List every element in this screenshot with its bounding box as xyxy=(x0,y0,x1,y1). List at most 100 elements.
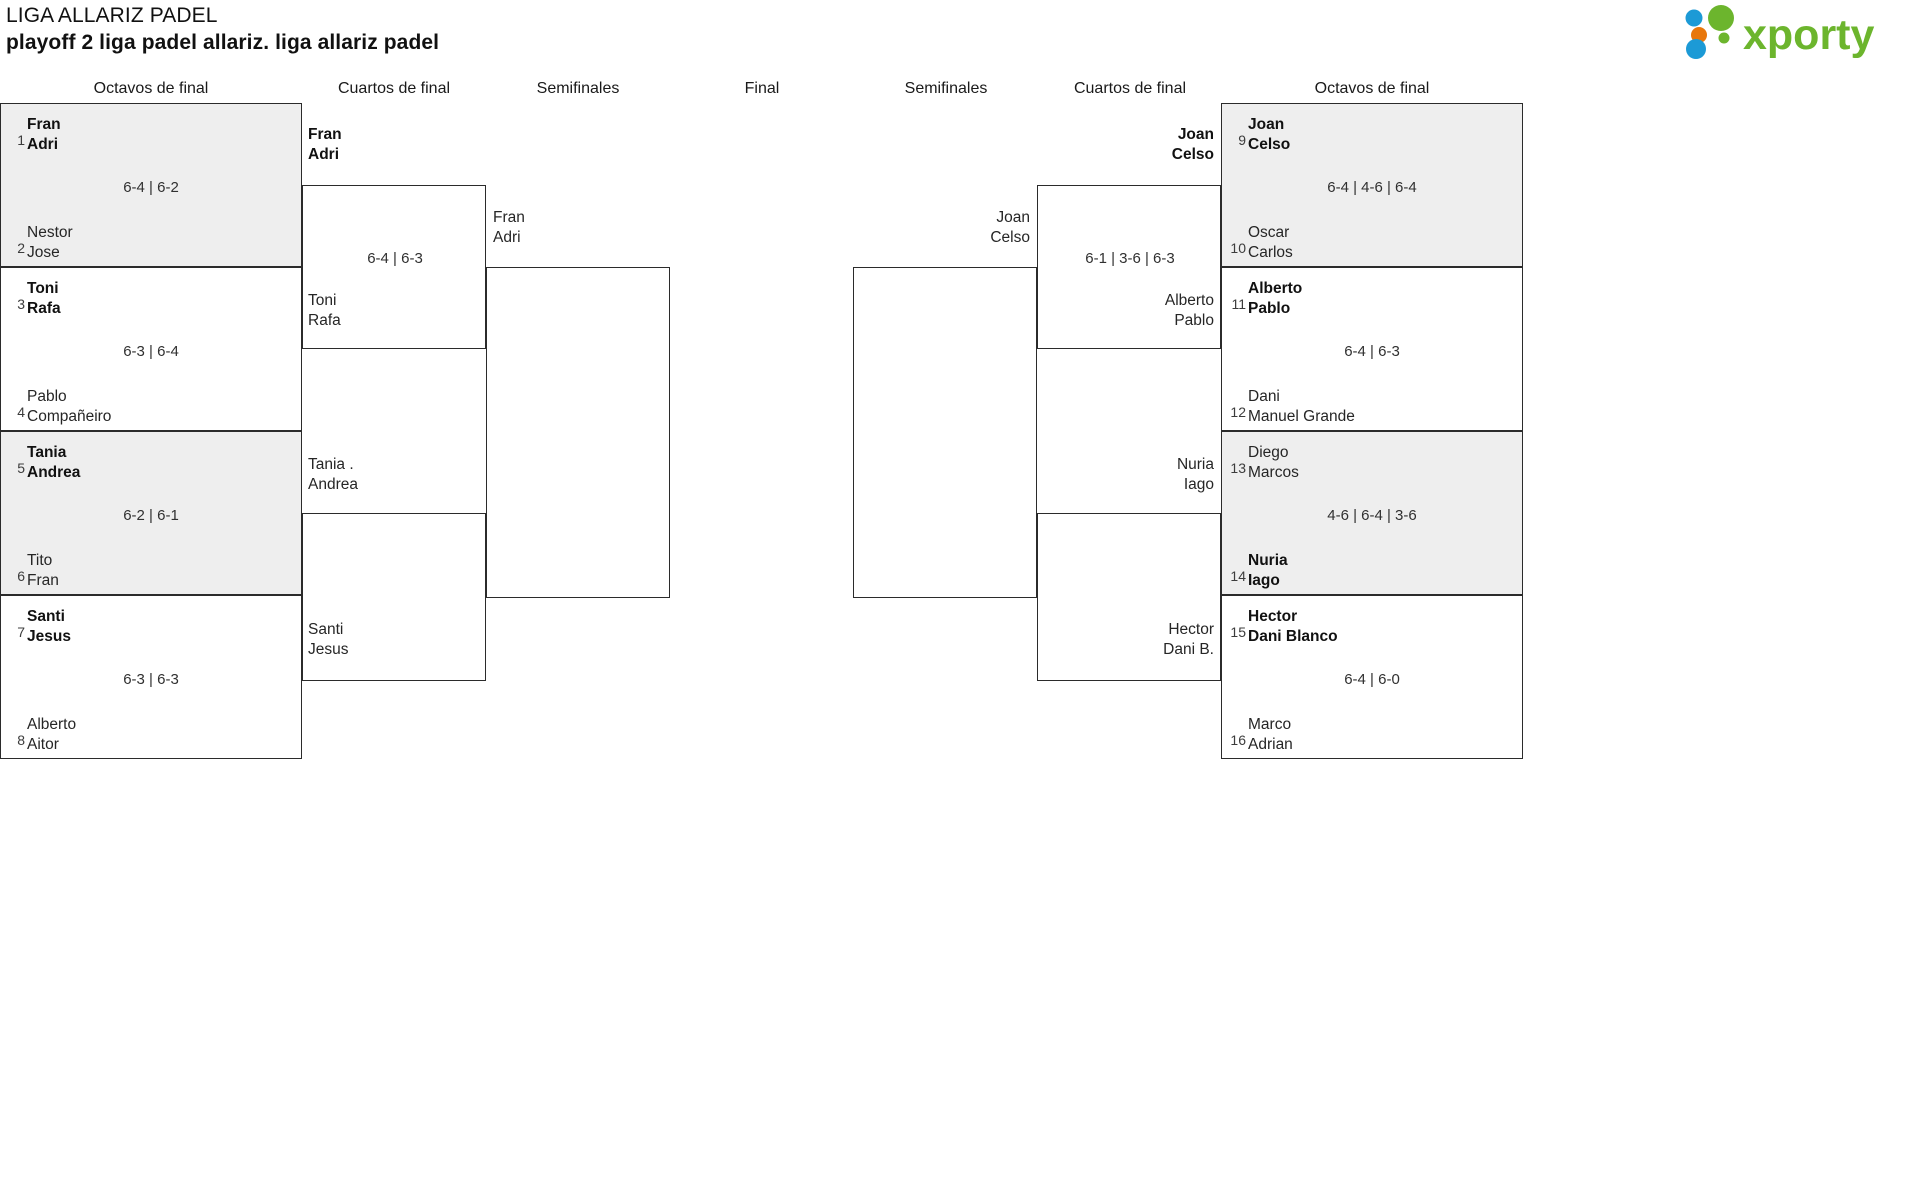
seed-number: 11 xyxy=(1231,296,1246,312)
team-player-1: Alberto xyxy=(1248,280,1303,297)
cuartos-right-2-top-player-1: Nuria xyxy=(1176,456,1214,473)
cuartos-left-1-bot-player-1: Toni xyxy=(308,292,337,309)
team-player-2: Compañeiro xyxy=(27,408,112,425)
seed-number: 14 xyxy=(1230,568,1246,584)
team-player-1: Hector xyxy=(1248,608,1298,625)
team-player-1: Tania xyxy=(27,444,67,461)
title-block: LIGA ALLARIZ PADEL playoff 2 liga padel … xyxy=(6,2,439,57)
team-player-2: Jesus xyxy=(27,628,71,645)
match-score: 6-4 | 6-0 xyxy=(1344,671,1400,688)
match-score: 6-4 | 6-3 xyxy=(1344,343,1400,360)
team-player-2: Carlos xyxy=(1248,244,1293,261)
cuartos-left-1-top-player-1: Fran xyxy=(308,126,342,143)
semifinal-right-player-1: Joan xyxy=(996,209,1030,226)
round-header-final: Final xyxy=(744,80,780,97)
logo-wordmark: xporty xyxy=(1743,11,1875,59)
match-score: 6-2 | 6-1 xyxy=(123,507,179,524)
seed-number: 9 xyxy=(1238,132,1246,148)
round-header-semifinales-left: Semifinales xyxy=(536,80,620,97)
team-player-2: Andrea xyxy=(27,464,81,481)
seed-number: 6 xyxy=(17,568,25,584)
round-header-octavos-right: Octavos de final xyxy=(1314,80,1430,97)
match-box-left-cuartos-2[interactable] xyxy=(302,513,486,681)
logo-dot-green-big xyxy=(1708,5,1734,31)
team-player-2: Fran xyxy=(27,572,59,589)
team-player-1: Marco xyxy=(1248,716,1292,733)
match-box-right-cuartos-1[interactable]: 6-1 | 3-6 | 6-3 xyxy=(1037,185,1221,349)
team-player-1: Pablo xyxy=(27,388,67,405)
team-player-2: Manuel Grande xyxy=(1248,408,1355,425)
match-box-right-octavos-1[interactable]: 9 Joan Celso 6-4 | 4-6 | 6-4 10 Oscar Ca… xyxy=(1221,103,1523,267)
cuartos-left-2-bot-player-1: Santi xyxy=(308,621,344,638)
team-player-1: Santi xyxy=(27,608,65,625)
seed-number: 10 xyxy=(1230,240,1246,256)
page-subtitle: playoff 2 liga padel allariz. liga allar… xyxy=(6,31,440,54)
round-header-cuartos-right: Cuartos de final xyxy=(1073,80,1187,97)
round-header-semifinales-right: Semifinales xyxy=(904,80,988,97)
seed-number: 2 xyxy=(17,240,25,256)
seed-number: 3 xyxy=(17,296,25,312)
match-box-left-cuartos-1[interactable]: 6-4 | 6-3 xyxy=(302,185,486,349)
match-score: 6-3 | 6-3 xyxy=(123,671,179,688)
logo-dot-green-small xyxy=(1718,32,1730,44)
page-header: LIGA ALLARIZ PADEL playoff 2 liga padel … xyxy=(0,0,1920,70)
seed-number: 13 xyxy=(1230,460,1246,476)
team-player-1: Joan xyxy=(1248,116,1285,133)
match-score: 6-3 | 6-4 xyxy=(123,343,179,360)
round-header-octavos-left: Octavos de final xyxy=(93,80,209,97)
xporty-logo: xporty xyxy=(1672,4,1912,60)
team-player-2: Rafa xyxy=(27,300,61,317)
team-player-2: Marcos xyxy=(1248,464,1299,481)
cuartos-right-2-bot-player-2: Dani B. xyxy=(1163,641,1214,658)
match-box-left-semifinal[interactable] xyxy=(486,267,670,598)
team-player-2: Pablo xyxy=(1248,300,1291,317)
cuartos-left-2-bot-player-2: Jesus xyxy=(308,641,349,658)
round-header-cuartos-left: Cuartos de final xyxy=(337,80,451,97)
cuartos-right-1-top-player-2: Celso xyxy=(1171,146,1214,163)
match-score: 6-4 | 6-3 xyxy=(367,250,423,267)
team-player-1: Nestor xyxy=(27,224,73,241)
team-player-1: Tito xyxy=(27,552,53,569)
semifinal-left-player-1: Fran xyxy=(493,209,525,226)
match-score: 6-4 | 6-2 xyxy=(123,179,179,196)
cuartos-left-2-top-player-2: Andrea xyxy=(308,476,358,493)
seed-number: 15 xyxy=(1230,624,1246,640)
match-score: 6-4 | 4-6 | 6-4 xyxy=(1327,179,1417,196)
match-box-right-octavos-2[interactable]: 11 Alberto Pablo 6-4 | 6-3 12 Dani Manue… xyxy=(1221,267,1523,431)
match-score: 4-6 | 6-4 | 3-6 xyxy=(1327,507,1417,524)
team-player-1: Diego xyxy=(1248,444,1289,461)
team-player-2: Adri xyxy=(27,136,58,153)
team-player-2: Dani Blanco xyxy=(1248,628,1338,645)
xporty-logo-svg: xporty xyxy=(1685,5,1875,59)
team-player-1: Dani xyxy=(1248,388,1280,405)
match-box-right-octavos-4[interactable]: 15 Hector Dani Blanco 6-4 | 6-0 16 Marco… xyxy=(1221,595,1523,759)
seed-number: 8 xyxy=(17,732,25,748)
logo-dot-blue-bottom xyxy=(1686,39,1706,59)
match-score: 6-1 | 3-6 | 6-3 xyxy=(1085,250,1175,267)
semifinal-right-player-2: Celso xyxy=(990,229,1030,246)
team-player-1: Fran xyxy=(27,116,61,133)
match-box-right-cuartos-2[interactable] xyxy=(1037,513,1221,681)
team-player-1: Oscar xyxy=(1248,224,1290,241)
match-box-left-octavos-1[interactable]: 1 Fran Adri 6-4 | 6-2 2 Nestor Jose xyxy=(0,103,302,267)
match-box-right-octavos-3[interactable]: 13 Diego Marcos 4-6 | 6-4 | 3-6 14 Nuria… xyxy=(1221,431,1523,595)
match-box-left-octavos-4[interactable]: 7 Santi Jesus 6-3 | 6-3 8 Alberto Aitor xyxy=(0,595,302,759)
cuartos-right-2-bot-player-1: Hector xyxy=(1168,621,1214,638)
cuartos-right-1-top-player-1: Joan xyxy=(1177,126,1214,143)
team-player-2: Celso xyxy=(1248,136,1291,153)
team-player-1: Toni xyxy=(27,280,59,297)
seed-number: 1 xyxy=(17,132,25,148)
logo-dot-blue-top xyxy=(1685,9,1703,27)
match-box-left-octavos-2[interactable]: 3 Toni Rafa 6-3 | 6-4 4 Pablo Compañeiro xyxy=(0,267,302,431)
team-player-1: Nuria xyxy=(1248,552,1288,569)
team-player-2: Jose xyxy=(27,244,60,261)
match-box-right-semifinal[interactable] xyxy=(853,267,1037,598)
cuartos-right-1-bot-player-1: Alberto xyxy=(1164,292,1214,309)
match-box-left-octavos-3[interactable]: 5 Tania Andrea 6-2 | 6-1 6 Tito Fran xyxy=(0,431,302,595)
seed-number: 4 xyxy=(17,404,25,420)
team-player-2: Iago xyxy=(1248,572,1280,589)
team-player-1: Alberto xyxy=(27,716,77,733)
logo-dot-orange xyxy=(1691,27,1707,43)
seed-number: 5 xyxy=(17,460,25,476)
